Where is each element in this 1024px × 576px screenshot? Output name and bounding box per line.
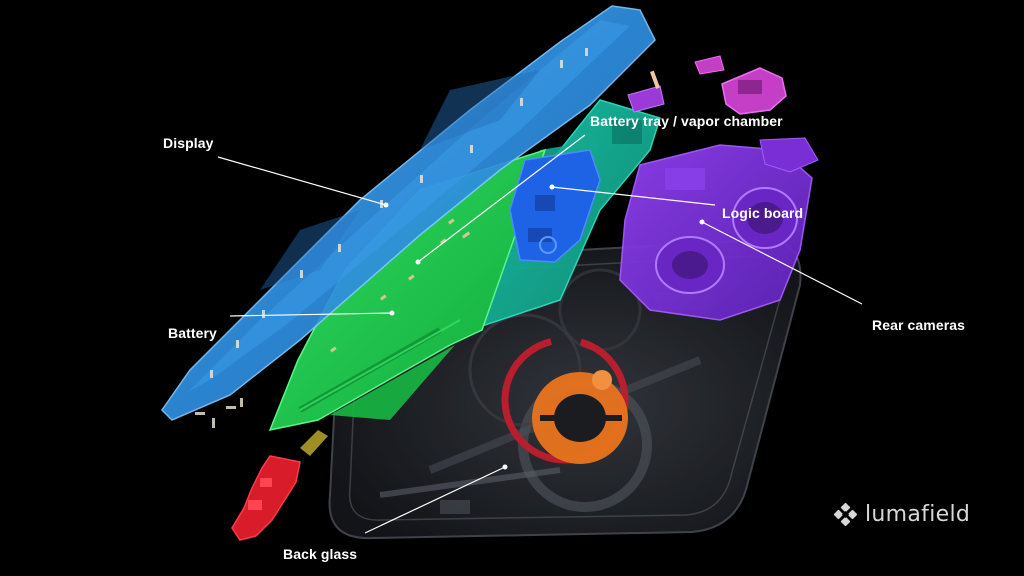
label-back-glass: Back glass [283,546,358,562]
leader-dot-battery-tray [415,259,421,265]
leader-line-battery [229,312,393,317]
label-logic-board: Logic board [722,205,804,221]
label-battery: Battery [168,325,217,341]
label-rear-cameras: Rear cameras [872,317,966,333]
leader-line-display [217,156,387,206]
leader-dot-display [383,202,389,208]
leader-dot-battery [389,310,395,316]
label-battery-tray: Battery tray / vapor chamber [590,113,783,129]
leader-lines [217,134,863,534]
charging-coil-part [532,370,628,464]
display-part [161,5,656,428]
leader-dot-back-glass [502,464,508,470]
rear-cameras-part [619,137,819,321]
leader-line-back-glass [364,466,506,534]
leader-line-rear-cameras [701,221,863,305]
lumafield-logo: lumafield [834,499,970,531]
leader-line-battery-tray [417,134,586,263]
logic-board-part [509,149,601,263]
bottom-connector-part [231,430,328,541]
leader-line-logic-board [551,186,716,206]
lumafield-wordmark: lumafield [865,502,971,527]
camera-bump-part [627,55,787,115]
lumafield-mark-icon [834,503,858,527]
leader-dot-rear-cameras [699,219,705,225]
leader-dot-logic-board [549,184,555,190]
leader-dots [383,184,705,470]
label-display: Display [163,135,214,151]
